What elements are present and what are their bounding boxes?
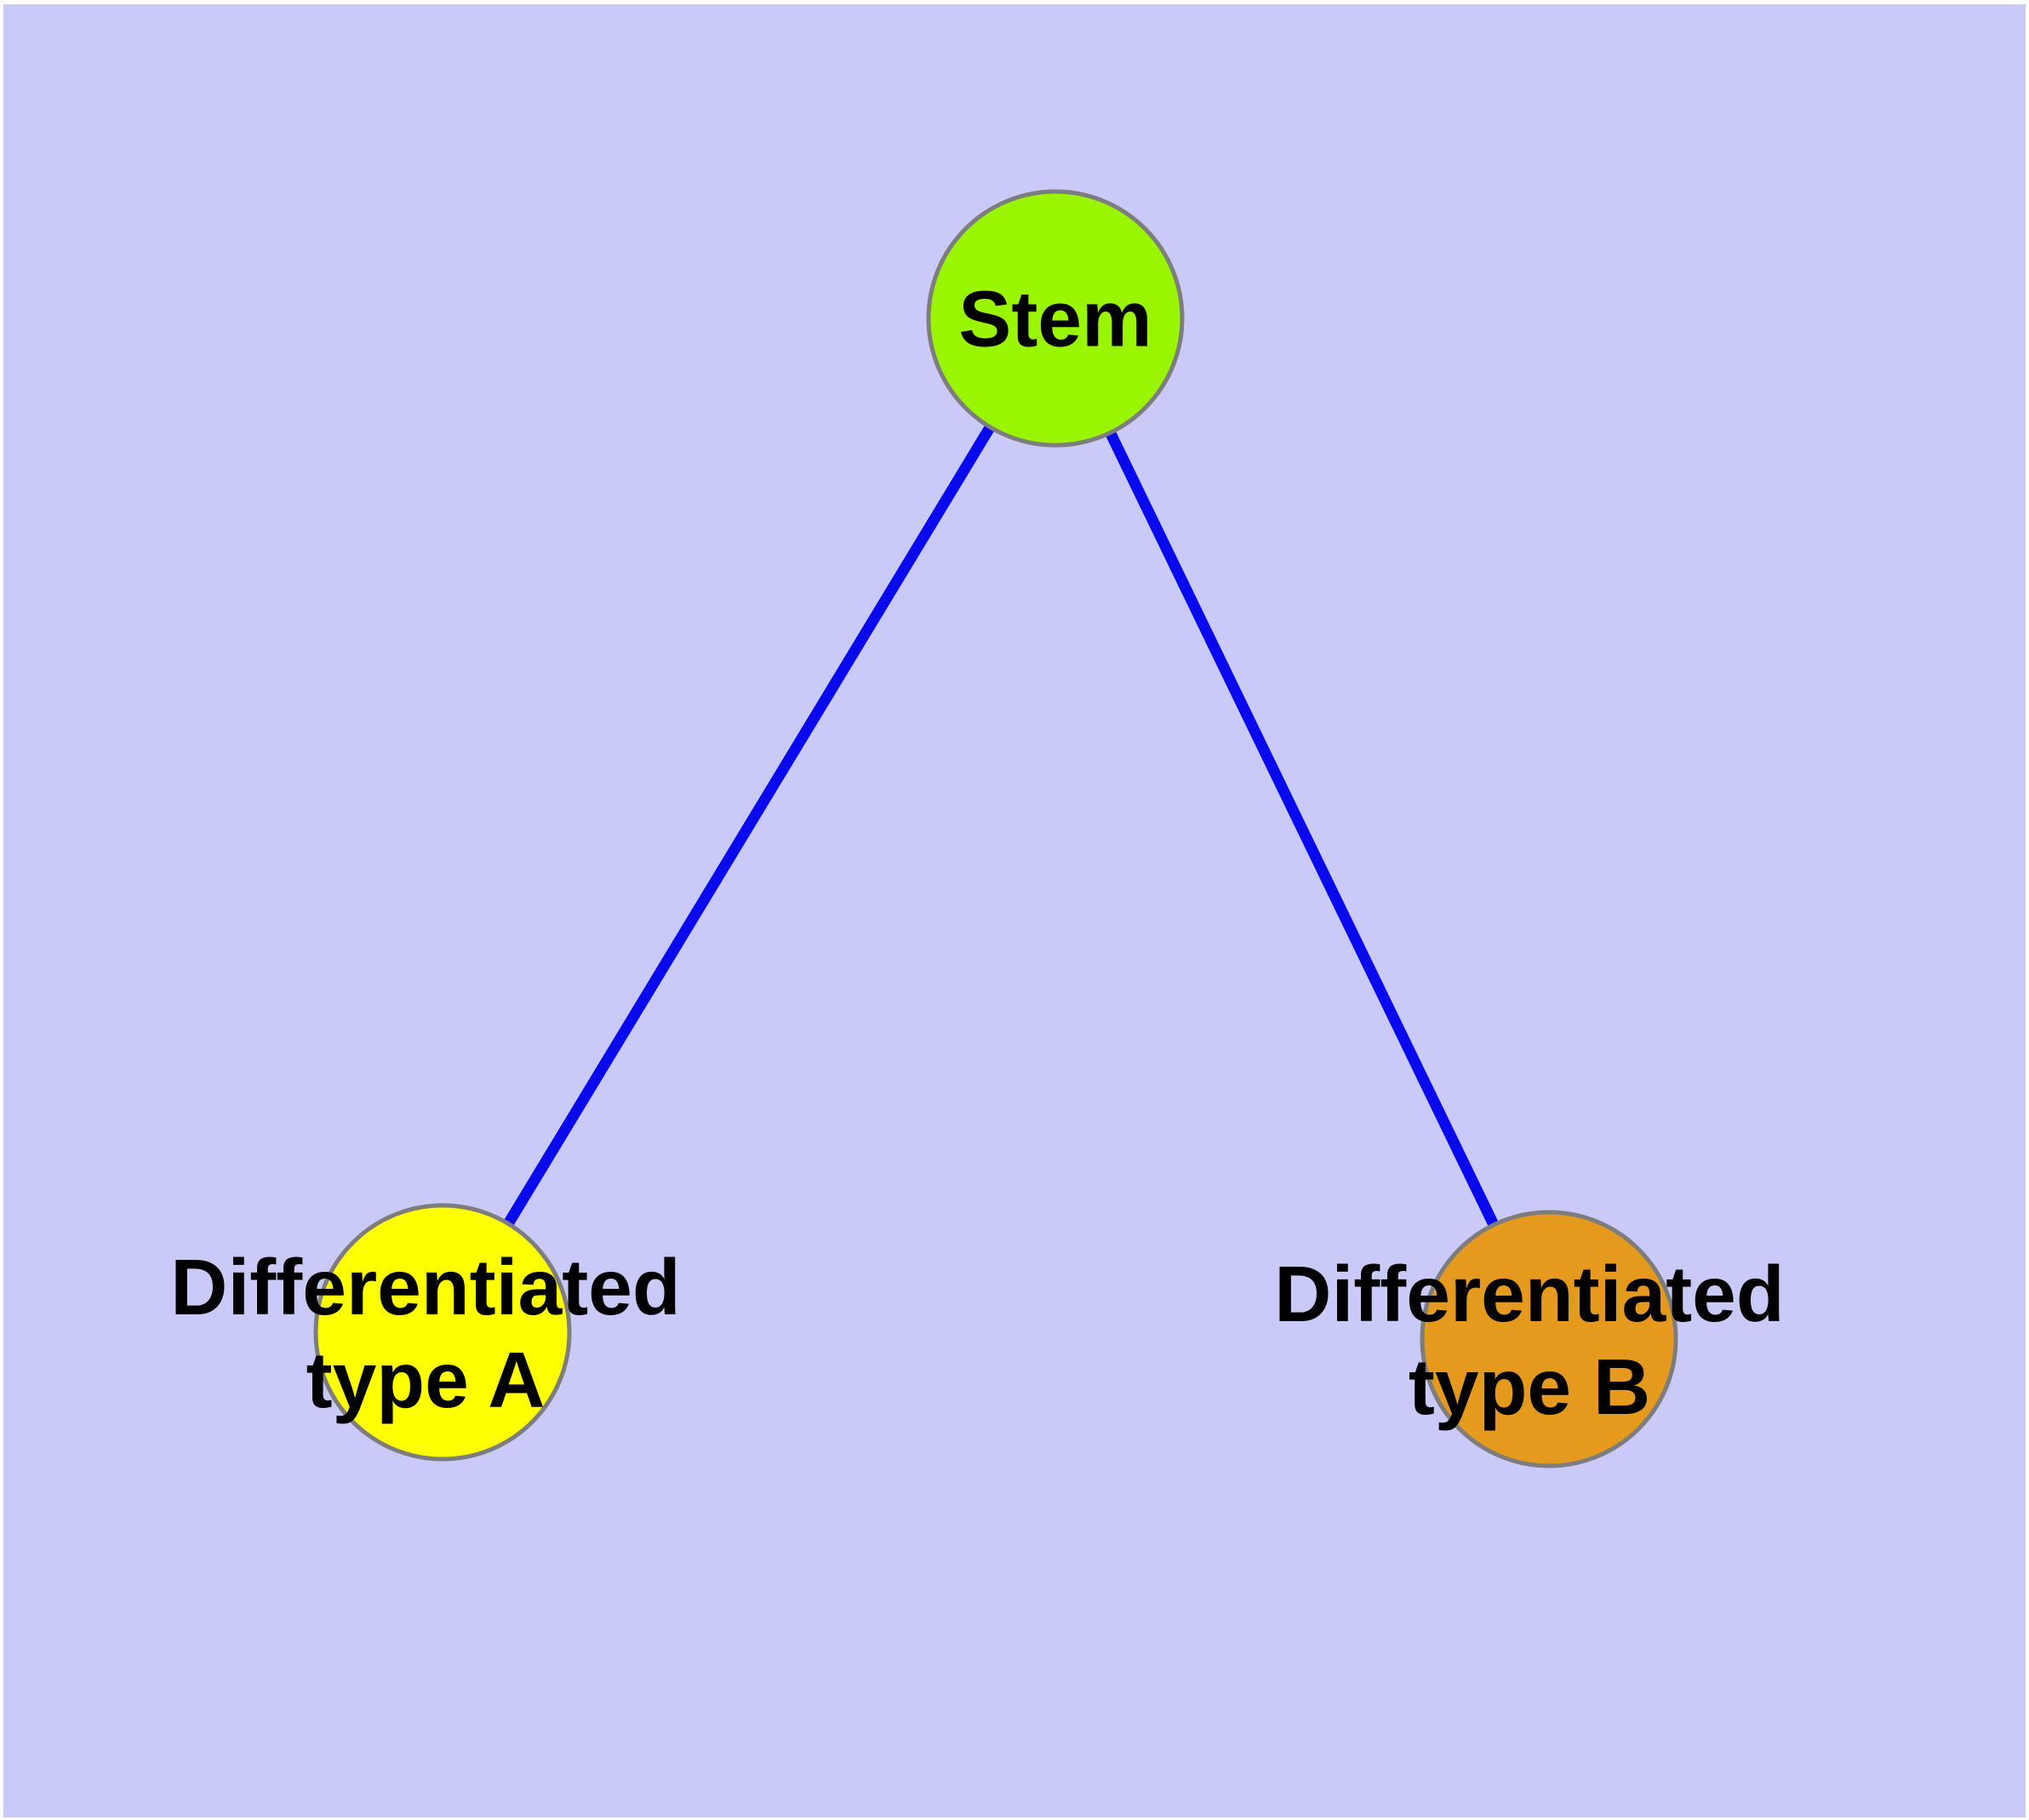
node-stem-label: Stem [958, 273, 1152, 366]
edge-stem-to-type-a [437, 316, 1060, 1336]
node-type-b-label-line2: type B [1408, 1342, 1651, 1431]
node-stem-circle [926, 189, 1185, 448]
node-type-b-label: Differentiated type B [1274, 1248, 1784, 1434]
node-type-b-label-line1: Differentiated [1274, 1250, 1785, 1338]
node-type-a-label-line1: Differentiated [170, 1243, 681, 1331]
node-stem-label-text: Stem [958, 274, 1152, 363]
node-type-a-label: Differentiated type A [170, 1241, 680, 1427]
node-type-a-circle [313, 1203, 572, 1462]
edge-stem-to-type-b [1050, 317, 1554, 1342]
node-type-b-circle [1420, 1210, 1678, 1468]
node-type-a-label-line2: type A [306, 1336, 546, 1424]
